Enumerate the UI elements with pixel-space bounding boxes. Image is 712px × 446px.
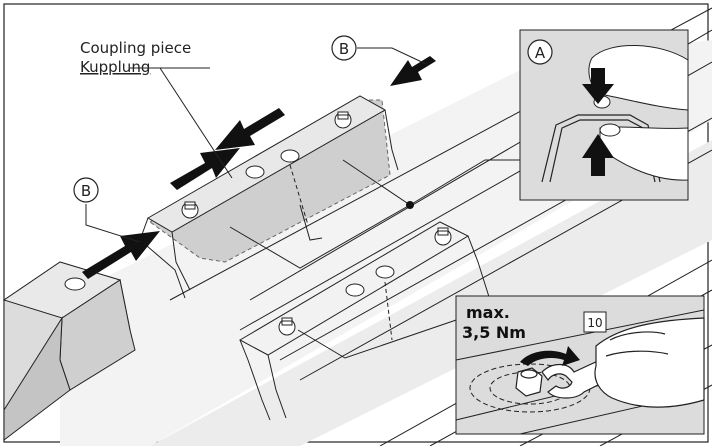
arrow-right-icon [82, 231, 160, 279]
arrow-left-icon [215, 108, 285, 150]
arrow-right-icon [170, 148, 240, 190]
screw-icon [437, 227, 449, 236]
torque-label-line2: 3,5 Nm [462, 323, 526, 342]
callout-lines [85, 47, 522, 359]
rotate-arrow-icon [520, 346, 580, 366]
junction-dot [406, 201, 414, 209]
arrow-up-icon [582, 134, 614, 176]
label-coupling-en: Coupling piece [80, 39, 191, 57]
label-coupling-de: Kupplung [80, 58, 150, 76]
marker-b-left-label: B [81, 182, 91, 200]
marker-b-top-label: B [339, 40, 349, 58]
marker-a: A [527, 39, 553, 65]
torque-label-line1: max. [466, 303, 510, 322]
arrow-down-icon [582, 68, 614, 104]
nut-icon [515, 367, 543, 397]
screw-icon [337, 111, 349, 120]
coupling-piece-upper [139, 95, 399, 299]
wrench-icon [541, 317, 705, 408]
tool-size-label: 10 [587, 316, 602, 330]
detail-torque-inset [455, 295, 705, 435]
marker-a-label: A [535, 44, 546, 62]
marker-b-left: B [73, 177, 99, 203]
marker-b-top: B [331, 35, 357, 61]
coupling-piece-lower [238, 221, 491, 421]
screw-icon [184, 201, 196, 210]
screw-icon [281, 317, 293, 326]
